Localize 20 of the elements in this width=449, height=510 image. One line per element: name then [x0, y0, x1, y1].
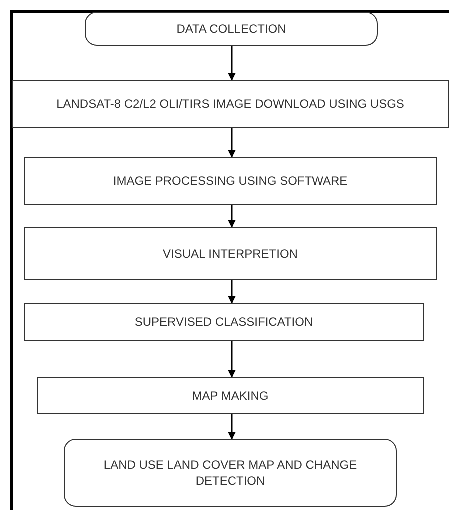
arrow — [228, 46, 236, 81]
arrow — [228, 341, 236, 378]
step-text: IMAGE PROCESSING USING SOFTWARE — [113, 173, 348, 189]
arrow — [228, 128, 236, 158]
step-text: VISUAL INTERPRETION — [163, 246, 298, 262]
process-box — [85, 12, 378, 46]
step-text: LANDSAT-8 C2/L2 OLI/TIRS IMAGE DOWNLOAD USING USGS — [56, 96, 404, 112]
process-box — [24, 303, 424, 341]
process-box — [64, 439, 397, 507]
arrow — [228, 414, 236, 440]
step-text: DATA COLLECTION — [176, 21, 286, 37]
arrow — [228, 280, 236, 304]
step-text: LAND USE LAND COVER MAP AND CHANGE DETECTION — [102, 457, 358, 489]
step-text: MAP MAKING — [192, 388, 269, 404]
process-box — [12, 80, 449, 128]
arrow — [228, 205, 236, 228]
process-box — [24, 227, 437, 280]
step-text: SUPERVISED CLASSIFICATION — [134, 314, 314, 330]
process-box — [37, 377, 424, 414]
process-box — [24, 157, 437, 205]
